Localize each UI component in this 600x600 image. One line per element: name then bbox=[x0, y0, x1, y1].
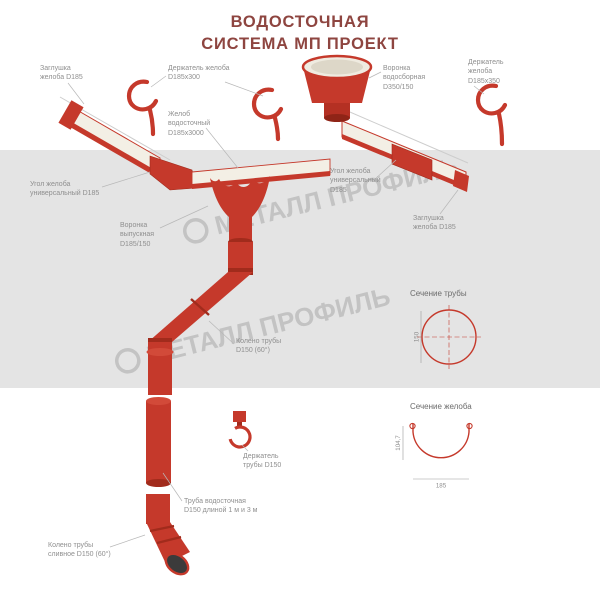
drain-elbow-part bbox=[146, 494, 190, 576]
gutter-hook-icon bbox=[126, 79, 159, 137]
gutter-right bbox=[341, 120, 469, 192]
pipe-section-diagram: 150 bbox=[414, 305, 481, 369]
pipe-diameter-dimension: 150 bbox=[414, 331, 421, 342]
label-gutter: Желоб водосточный D185х3000 bbox=[168, 111, 211, 137]
label-gutter-holder-350: Держатель желоба D185х350 bbox=[468, 59, 504, 85]
label-outlet-funnel: Воронка выпускная D185/150 bbox=[120, 222, 155, 248]
page-title: ВОДОСТОЧНАЯ СИСТЕМА МП ПРОЕКТ bbox=[0, 11, 600, 56]
downpipe-part bbox=[146, 397, 171, 487]
gutter-middle bbox=[191, 158, 331, 189]
wall-band bbox=[0, 150, 600, 388]
gutter-endcap-left-part bbox=[58, 100, 84, 130]
gutter-hook-icon bbox=[251, 87, 284, 142]
gutter-corner-right-part bbox=[391, 143, 433, 181]
watermark-logo-icon bbox=[183, 218, 209, 244]
pipe-section-title: Сечение трубы bbox=[410, 289, 467, 298]
label-gutter-endcap-right: Заглушка желоба D185 bbox=[413, 215, 456, 232]
label-pipe-elbow: Колено трубы D150 (60°) bbox=[236, 338, 282, 355]
title-line1: ВОДОСТОЧНАЯ bbox=[230, 13, 370, 31]
title-line2: СИСТЕМА МП ПРОЕКТ bbox=[201, 35, 399, 54]
label-downpipe: Труба водосточная D150 длиной 1 м и 3 м bbox=[184, 498, 258, 515]
label-gutter-corner-right: Угол желоба универсальный D185 bbox=[330, 168, 381, 194]
gutter-section-diagram: 185 104,7 bbox=[395, 422, 473, 490]
watermark-logo-icon bbox=[115, 348, 141, 374]
leader-lines bbox=[67, 71, 485, 548]
label-gutter-holder-300: Держатель желоба D185х300 bbox=[168, 65, 230, 82]
gutter-corner-left-part bbox=[149, 155, 197, 191]
outlet-funnel-part bbox=[210, 176, 270, 242]
label-pipe-holder: Держатель трубы D150 bbox=[243, 453, 282, 470]
gutter-hooks bbox=[126, 79, 508, 147]
collector-funnel-part bbox=[301, 54, 373, 122]
label-gutter-corner-left: Угол желоба универсальный D185 bbox=[30, 181, 100, 198]
downpipe-assembly bbox=[146, 176, 270, 576]
gutter-height-dimension: 104,7 bbox=[395, 435, 402, 451]
label-collector-funnel: Воронка водосборная D350/150 bbox=[383, 65, 426, 91]
label-gutter-endcap-left: Заглушка желоба D185 bbox=[40, 65, 83, 82]
gutter-section-title: Сечение желоба bbox=[410, 402, 472, 411]
gutter-hook-icon bbox=[475, 83, 508, 147]
gutter-width-dimension: 185 bbox=[436, 483, 447, 490]
pipe-opening bbox=[164, 552, 190, 576]
gutter-endcap-right-part bbox=[453, 170, 469, 192]
gutter-left bbox=[58, 100, 161, 179]
label-drain-elbow: Колено трубы сливное D150 (60°) bbox=[48, 542, 111, 559]
pipe-holder-part bbox=[228, 411, 252, 449]
